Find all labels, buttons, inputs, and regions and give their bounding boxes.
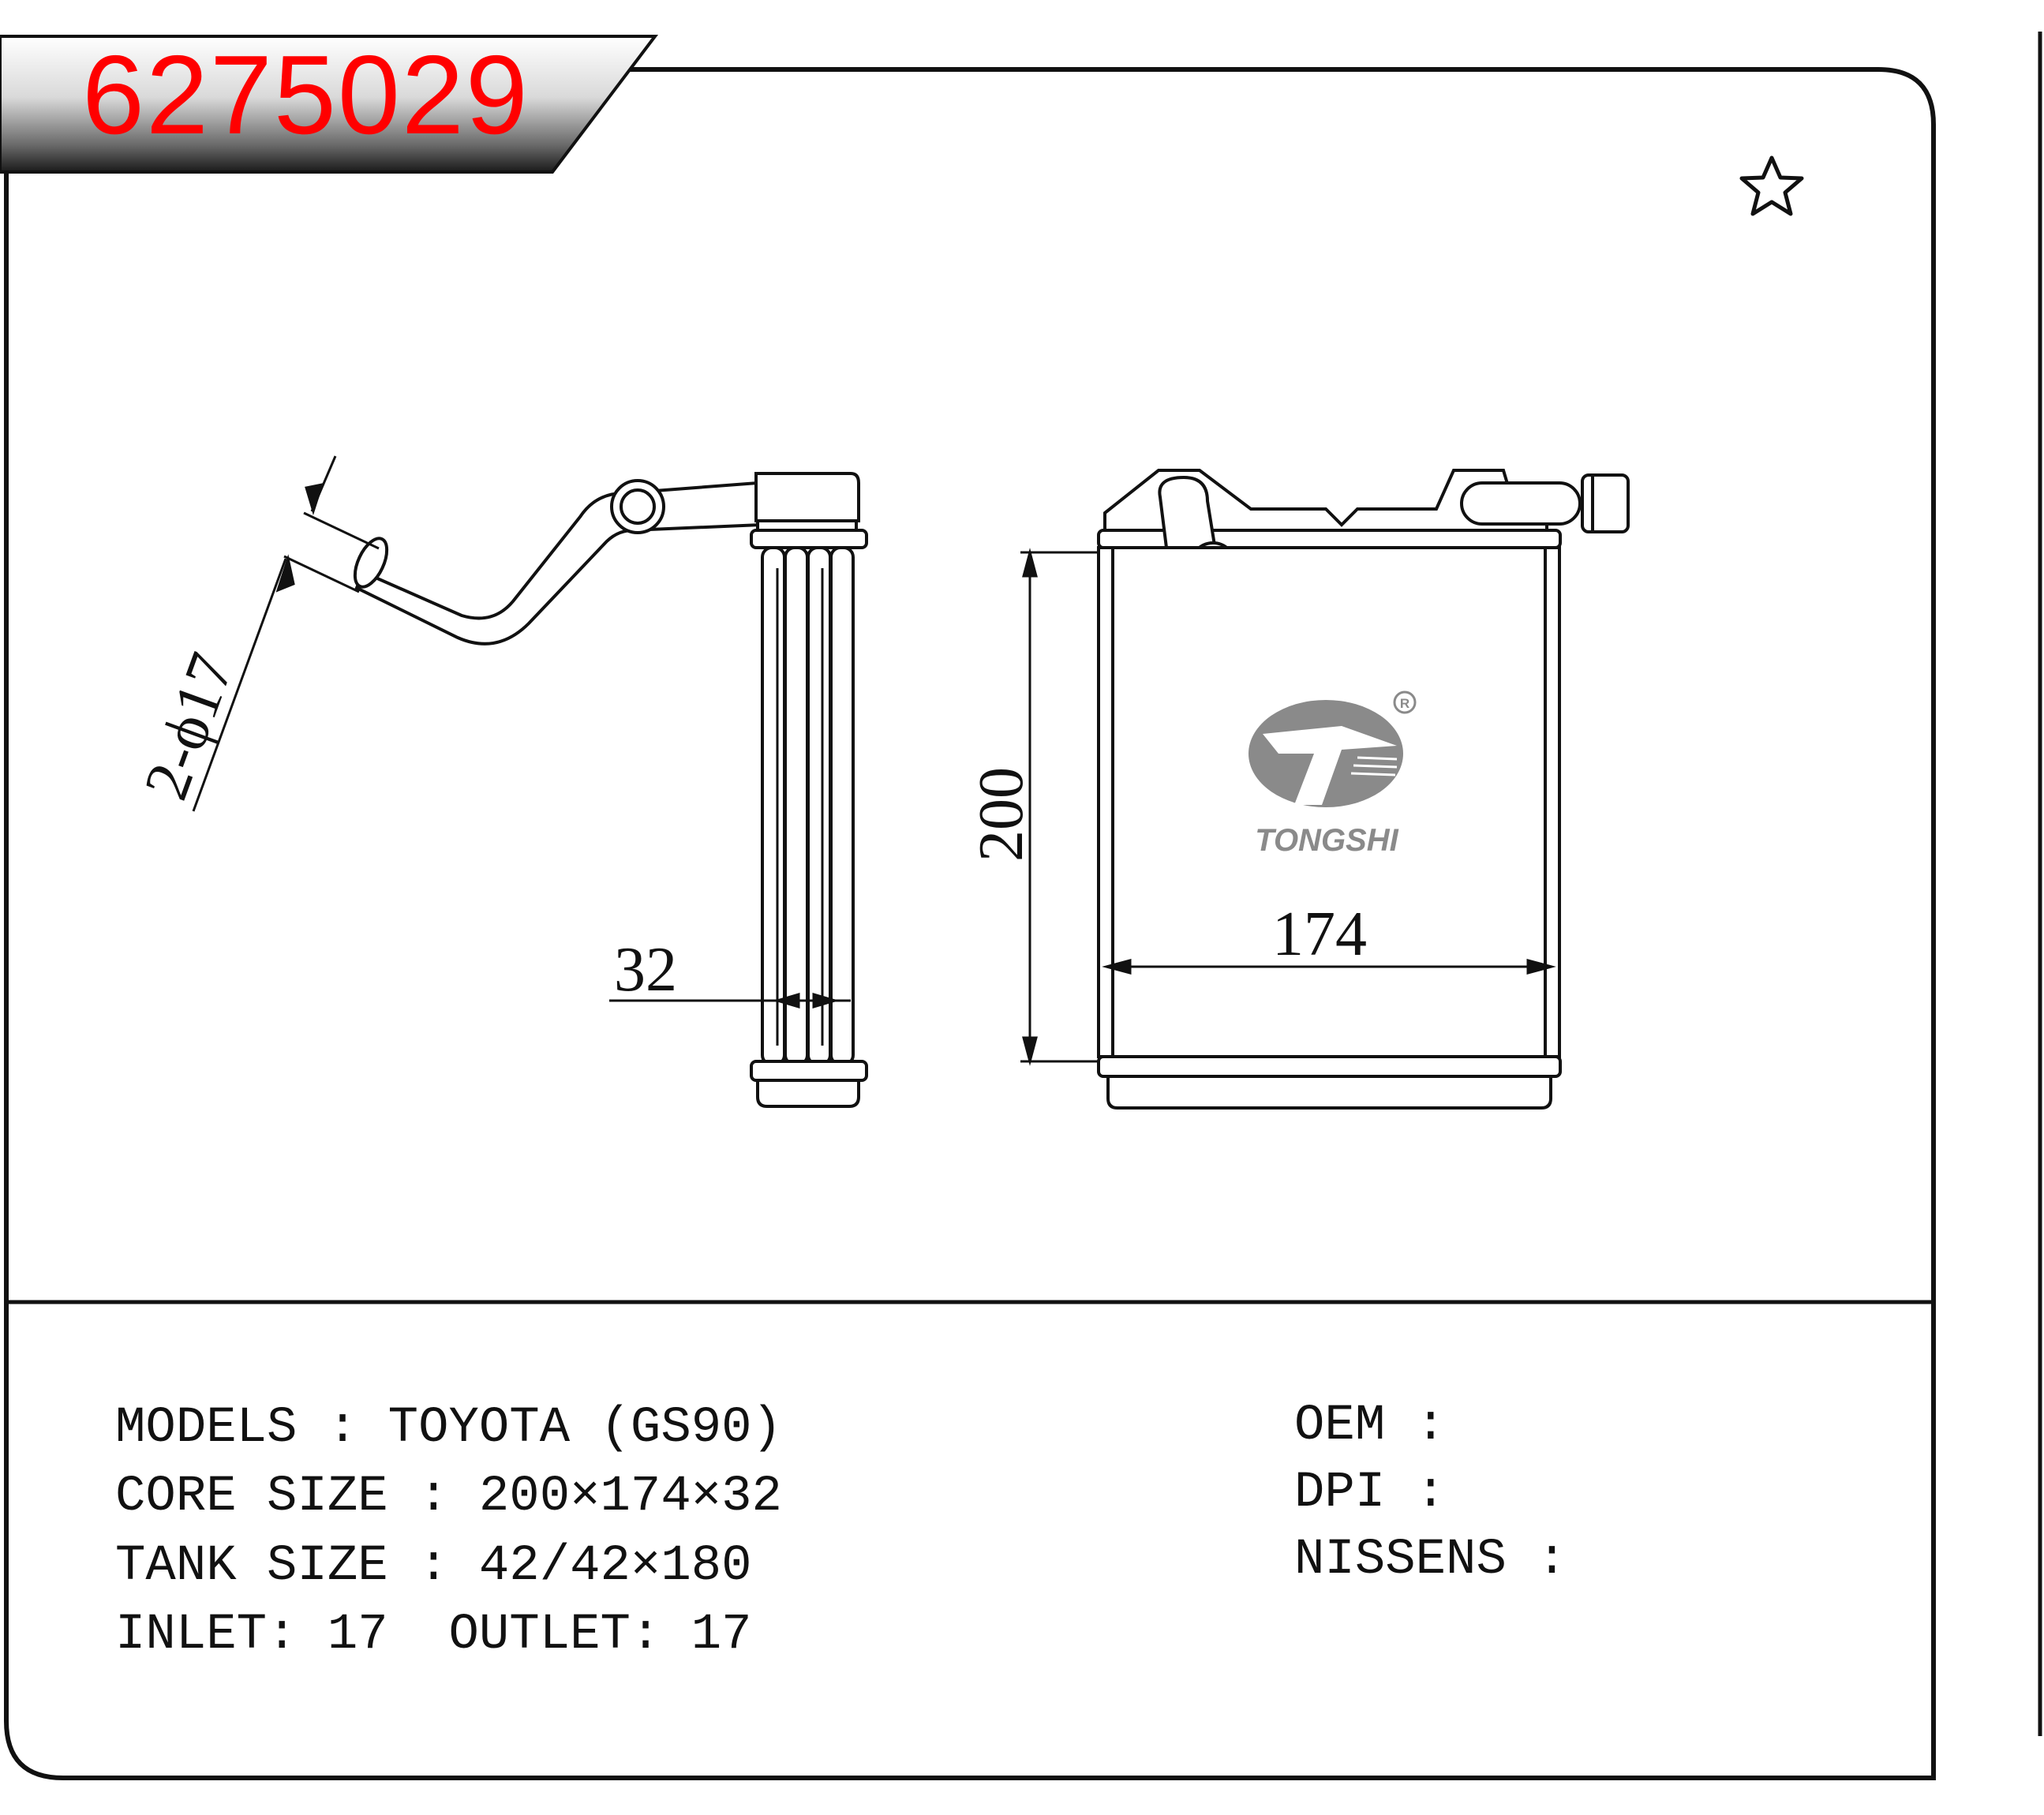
part-number: 6275029 <box>82 32 530 158</box>
ref-nissens: NISSENS : <box>1294 1532 1567 1589</box>
spec-models: MODELS : TOYOTA (GS90) <box>115 1400 782 1457</box>
side-header-bottom <box>750 1060 868 1082</box>
star-outline-icon[interactable] <box>1739 155 1804 216</box>
brand-name: TONGSHI <box>1255 823 1398 858</box>
pipe-opening <box>353 537 389 589</box>
part-number-banner <box>0 35 659 174</box>
side-core-tube <box>784 546 809 1066</box>
height-label: 200 <box>967 767 1036 862</box>
inlet-pipe <box>354 481 764 646</box>
height-dimension <box>1020 548 1099 1066</box>
side-view <box>353 472 868 1108</box>
side-core-tube <box>807 546 832 1066</box>
depth-label: 32 <box>614 935 677 1005</box>
tongshi-logo: R TONGSHI <box>1248 690 1417 858</box>
ref-oem: OEM : <box>1294 1398 1447 1454</box>
spec-inlet-outlet: INLET: 17 OUTLET: 17 <box>115 1607 752 1663</box>
side-core-tube <box>761 546 786 1066</box>
sheet-border <box>4 67 1936 1780</box>
outlet-pipe <box>1460 481 1582 526</box>
spec-core-size: CORE SIZE : 200×174×32 <box>115 1469 782 1525</box>
side-core-tube <box>829 546 855 1066</box>
diameter-label: 2-ϕ17 <box>131 645 247 808</box>
bottom-tank <box>1106 1075 1552 1110</box>
width-label: 174 <box>1272 900 1367 969</box>
side-header-top <box>754 472 860 522</box>
spec-tank-size: TANK SIZE : 42/42×180 <box>115 1538 752 1595</box>
depth-dimension <box>609 992 851 1009</box>
registered-mark: R <box>1400 696 1409 711</box>
width-dimension <box>1102 959 1556 975</box>
diameter-dimension <box>192 455 380 812</box>
ref-dpi: DPI : <box>1294 1465 1447 1521</box>
bottom-header-plate <box>1097 1055 1562 1078</box>
